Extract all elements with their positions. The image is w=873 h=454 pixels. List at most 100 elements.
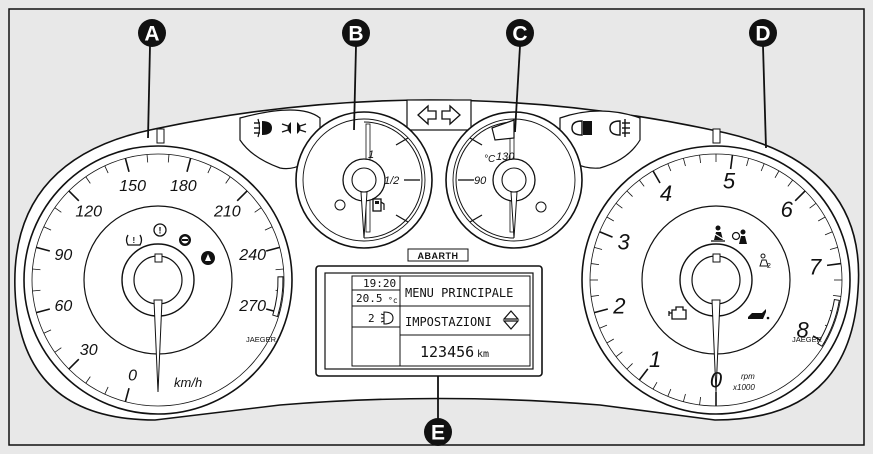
callout-line-d <box>762 45 767 149</box>
tachometer-tick <box>606 338 615 344</box>
display-time: 19:20 <box>363 277 396 290</box>
tachometer-tick <box>760 163 765 172</box>
tachometer-tick <box>615 351 623 358</box>
tacho-multiplier: x1000 <box>732 383 755 392</box>
speedometer-unit: km/h <box>174 375 202 390</box>
tachometer: 0 1 2 3 4 5 6 7 8 rpm x1000 JAEGER 2 <box>581 145 851 415</box>
speedometer-label: 0 <box>128 367 137 384</box>
callout-a-letter: A <box>144 23 159 46</box>
callout-c-letter: C <box>512 23 527 46</box>
tachometer-tick <box>699 155 701 164</box>
display-odometer: 123456 <box>420 343 474 361</box>
temp-gauge: 130 °C 90 <box>445 111 583 249</box>
speedometer-label: 270 <box>238 298 266 315</box>
tachometer-tick <box>591 263 600 265</box>
speedometer-tick <box>43 226 52 231</box>
fuel-half-label: 1/2 <box>384 175 399 187</box>
speedometer-tick <box>265 246 280 252</box>
callout-line-c <box>514 45 521 133</box>
multifunction-display: 19:20 20.5 °c 2 MENU PRINCIPALE IMPOSTAZ… <box>315 265 543 377</box>
tachometer-tick <box>832 295 841 297</box>
tacho-unit: rpm <box>741 372 755 381</box>
abs-icon <box>179 234 191 246</box>
speedometer-label: 90 <box>54 247 72 264</box>
tachometer-label: 5 <box>723 169 736 194</box>
temp-red-zone <box>491 119 515 141</box>
speedometer-tick <box>68 358 80 370</box>
tachometer-tick <box>699 396 701 405</box>
svg-text:!: ! <box>159 226 162 236</box>
tachometer-label: 4 <box>660 181 672 206</box>
tachometer-tick <box>667 388 672 397</box>
speedometer-tick <box>104 386 109 395</box>
tachometer-label: 6 <box>781 197 794 222</box>
speedometer-tick <box>54 347 62 353</box>
tacho-top-marker <box>712 128 721 144</box>
fuel-gauge: 1 1/2 <box>295 111 433 249</box>
tachometer-label: 7 <box>809 255 822 280</box>
tachometer-tick <box>638 179 645 187</box>
speedometer-label: 150 <box>119 178 146 195</box>
temp-mid-label: 90 <box>474 175 487 187</box>
tachometer-tick <box>638 368 649 381</box>
speedometer-tick <box>85 176 91 184</box>
airbag-icon <box>731 229 747 244</box>
tachometer-brand: JAEGER <box>792 335 823 344</box>
speedometer-end-band <box>272 276 284 318</box>
tachometer-tick <box>591 295 600 297</box>
tachometer-label: 3 <box>617 229 630 254</box>
tachometer-label: 8 <box>796 318 809 343</box>
speedometer-label: 240 <box>238 247 266 264</box>
display-temperature: 20.5 <box>356 292 383 305</box>
tachometer-tick <box>729 154 734 170</box>
tachometer-label: 2 <box>612 294 625 319</box>
tachometer-tick <box>809 202 817 209</box>
speedometer-tick <box>85 376 91 384</box>
tachometer-tick <box>594 308 609 314</box>
tachometer-tick <box>826 262 842 267</box>
abarth-logo-text: ABARTH <box>418 251 459 261</box>
callout-line-b <box>353 45 357 131</box>
fuel-pump-icon <box>372 198 385 212</box>
display-odometer-unit: km <box>477 349 489 360</box>
brake-warning-icon: ! <box>153 223 167 237</box>
svg-text:2: 2 <box>767 263 771 270</box>
callout-d: D <box>749 19 777 47</box>
temp-unit-label: °C <box>484 154 496 165</box>
tachometer-tick <box>615 202 623 209</box>
rear-fog-icon <box>609 119 630 137</box>
seatbelt-icon <box>711 225 725 242</box>
speedometer-tick <box>146 154 149 163</box>
speedometer-tick <box>124 387 130 402</box>
speedometer-tick <box>104 165 109 174</box>
speedometer-tick <box>32 289 41 292</box>
callout-line-a <box>147 45 151 139</box>
tachometer-tick <box>606 216 615 222</box>
callout-a: A <box>138 19 166 47</box>
tachometer-tick <box>599 231 613 238</box>
tachometer-label: 1 <box>649 347 661 372</box>
speedometer-tick <box>225 176 231 184</box>
tachometer-label: 0 <box>710 368 723 393</box>
display-menu-title: MENU PRINCIPALE <box>405 286 513 300</box>
temp-max-label: 130 <box>496 151 515 163</box>
tachometer-tick <box>683 158 686 167</box>
speedometer-tick <box>36 308 51 314</box>
high-beam-icon <box>571 120 592 136</box>
scroll-arrows-icon <box>502 310 520 330</box>
headlight-level-icon <box>380 311 394 325</box>
tachometer-end-band <box>817 298 840 347</box>
speedometer-tick <box>36 246 51 252</box>
speedometer-tick <box>32 268 41 271</box>
display-menu-item: IMPOSTAZIONI <box>405 315 492 329</box>
sidelights-icon <box>281 122 307 134</box>
esp-icon <box>201 251 215 265</box>
display-headlight-level: 2 <box>368 312 375 325</box>
speedometer-tick <box>43 329 52 334</box>
tachometer-tick <box>667 163 672 172</box>
speedometer-tick <box>254 207 262 213</box>
speedometer-tick <box>124 158 130 173</box>
tachometer-tick <box>746 158 749 167</box>
